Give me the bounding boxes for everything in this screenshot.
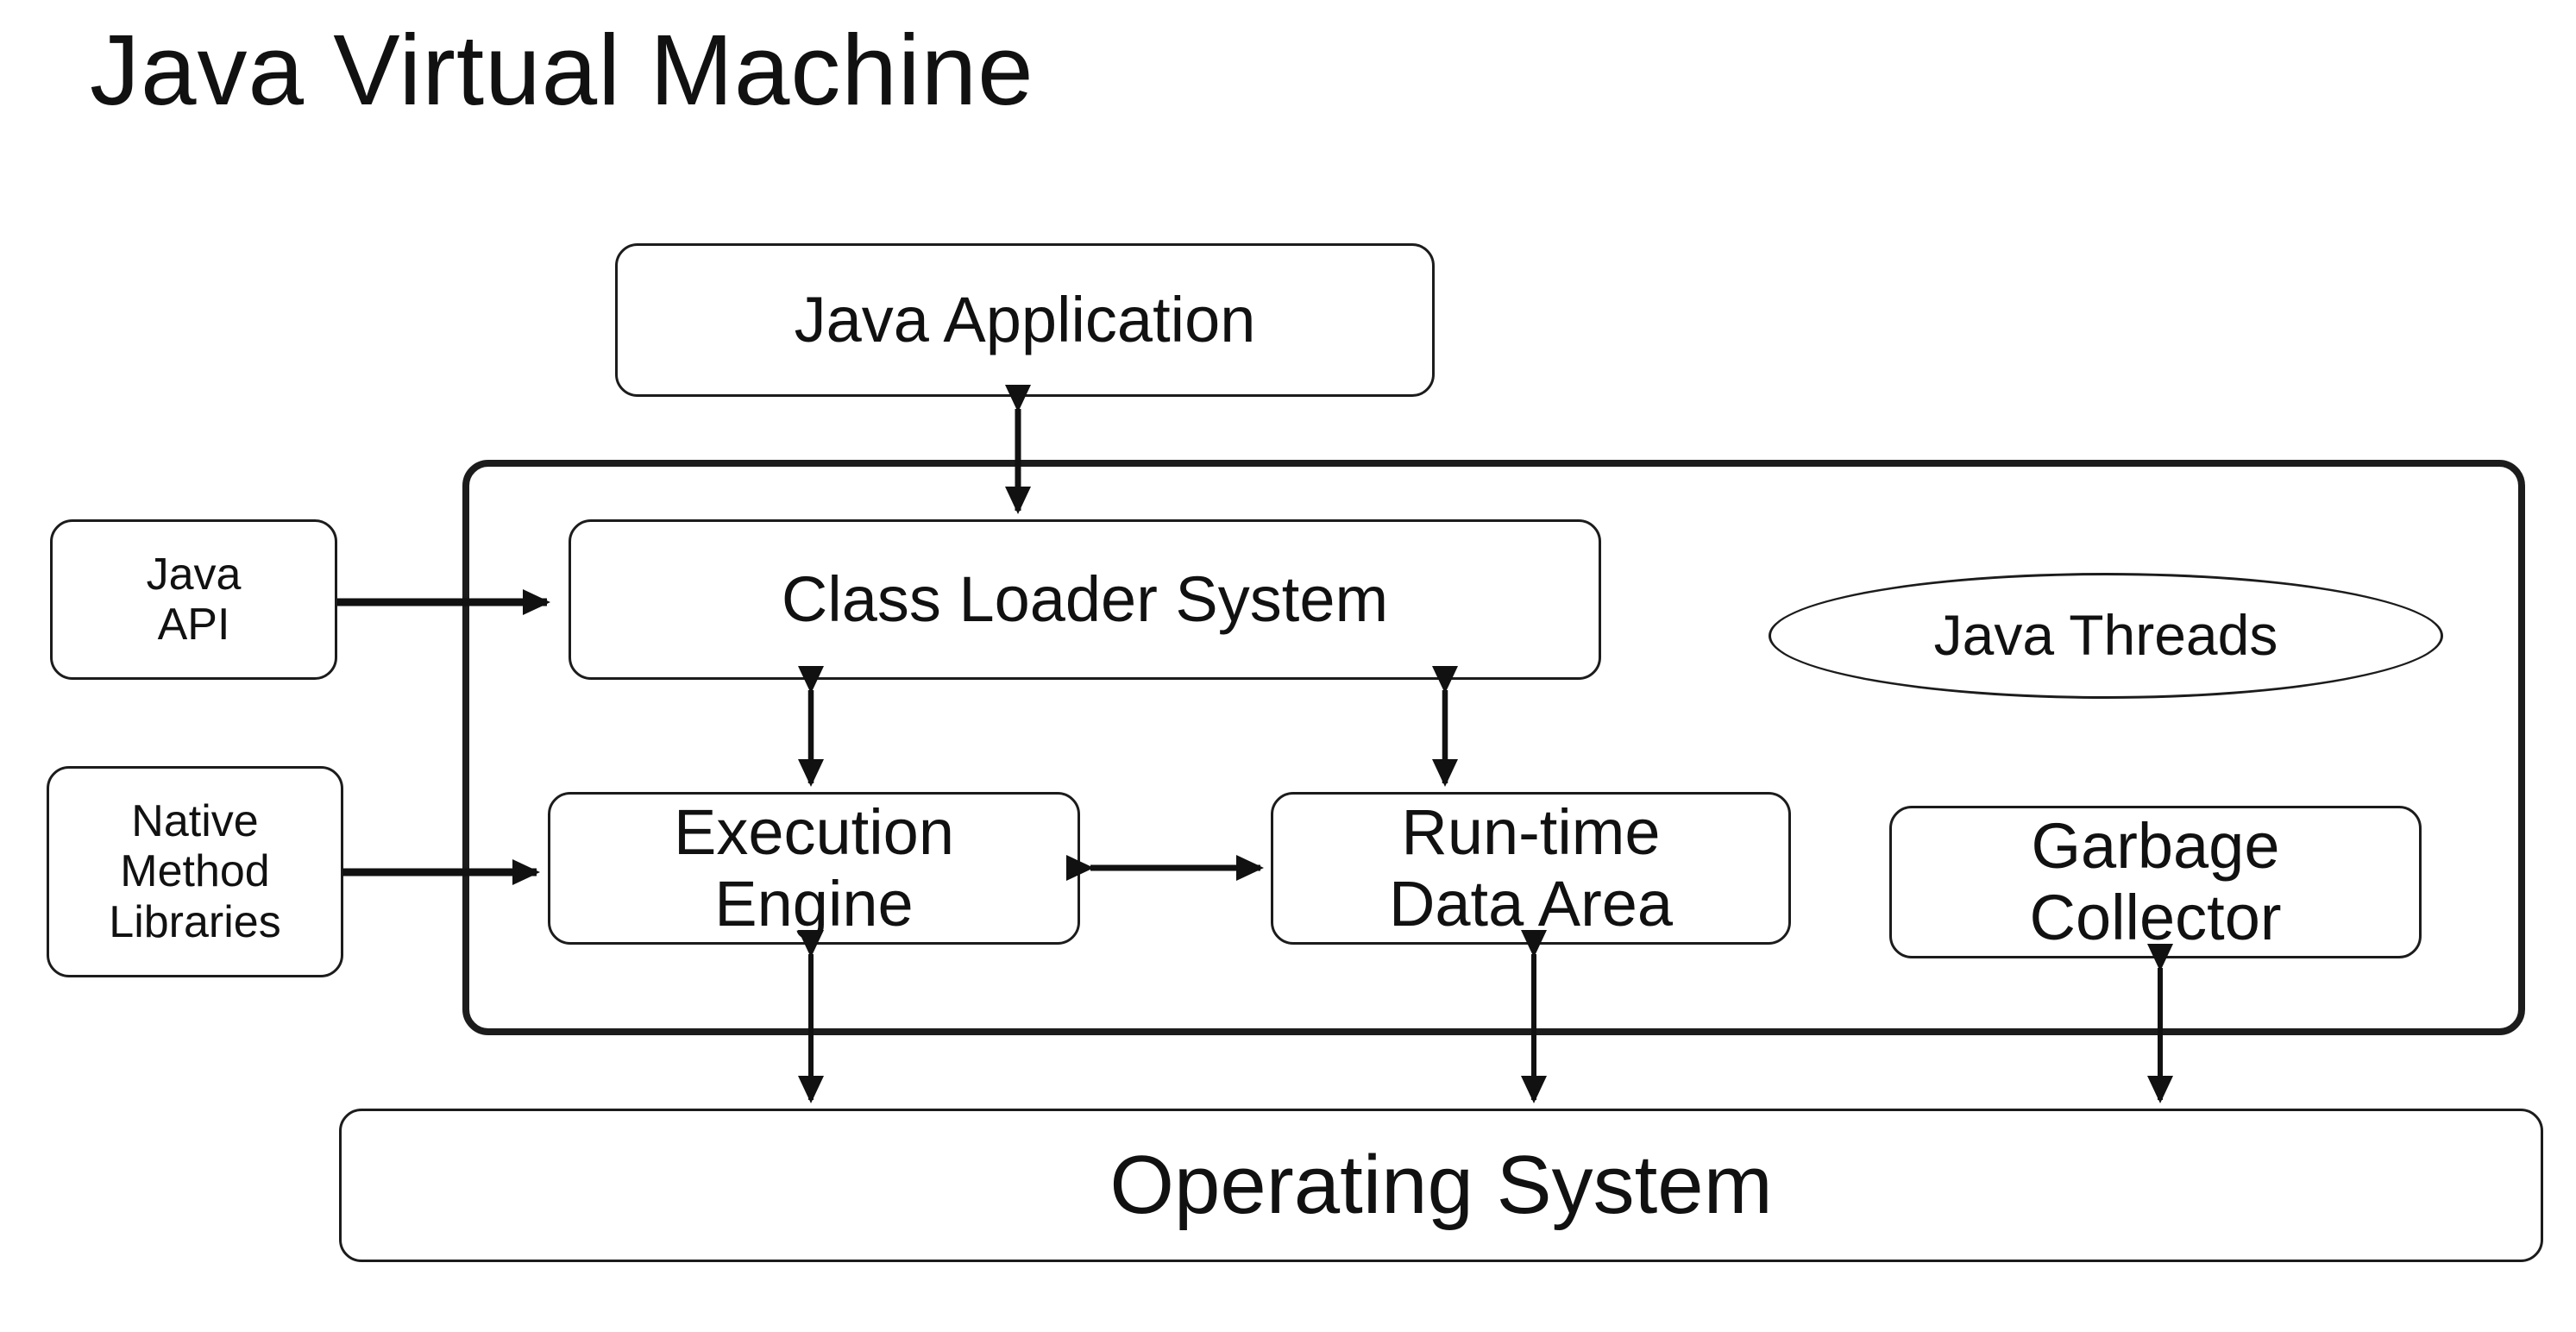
runtime-data-area-label: Run-time Data Area bbox=[1388, 795, 1674, 939]
java-application-label: Java Application bbox=[794, 283, 1256, 355]
node-java-api: Java API bbox=[50, 519, 337, 680]
execution-engine-label: Execution Engine bbox=[674, 795, 954, 939]
diagram-title: Java Virtual Machine bbox=[90, 14, 1034, 126]
node-native-method-libraries: Native Method Libraries bbox=[47, 766, 343, 977]
garbage-collector-label: Garbage Collector bbox=[2029, 809, 2282, 953]
class-loader-system-label: Class Loader System bbox=[781, 562, 1389, 635]
node-runtime-data-area: Run-time Data Area bbox=[1271, 792, 1791, 945]
node-execution-engine: Execution Engine bbox=[548, 792, 1080, 945]
operating-system-label: Operating System bbox=[1109, 1139, 1773, 1232]
node-java-application: Java Application bbox=[615, 243, 1435, 397]
jvm-container-box bbox=[462, 460, 2525, 1035]
node-class-loader-system: Class Loader System bbox=[569, 519, 1601, 680]
java-threads-label: Java Threads bbox=[1933, 603, 2278, 668]
native-method-libraries-label: Native Method Libraries bbox=[109, 796, 281, 947]
node-operating-system: Operating System bbox=[339, 1109, 2543, 1262]
java-api-label: Java API bbox=[146, 549, 242, 650]
node-garbage-collector: Garbage Collector bbox=[1889, 806, 2422, 958]
node-java-threads-ellipse: Java Threads bbox=[1769, 573, 2443, 699]
